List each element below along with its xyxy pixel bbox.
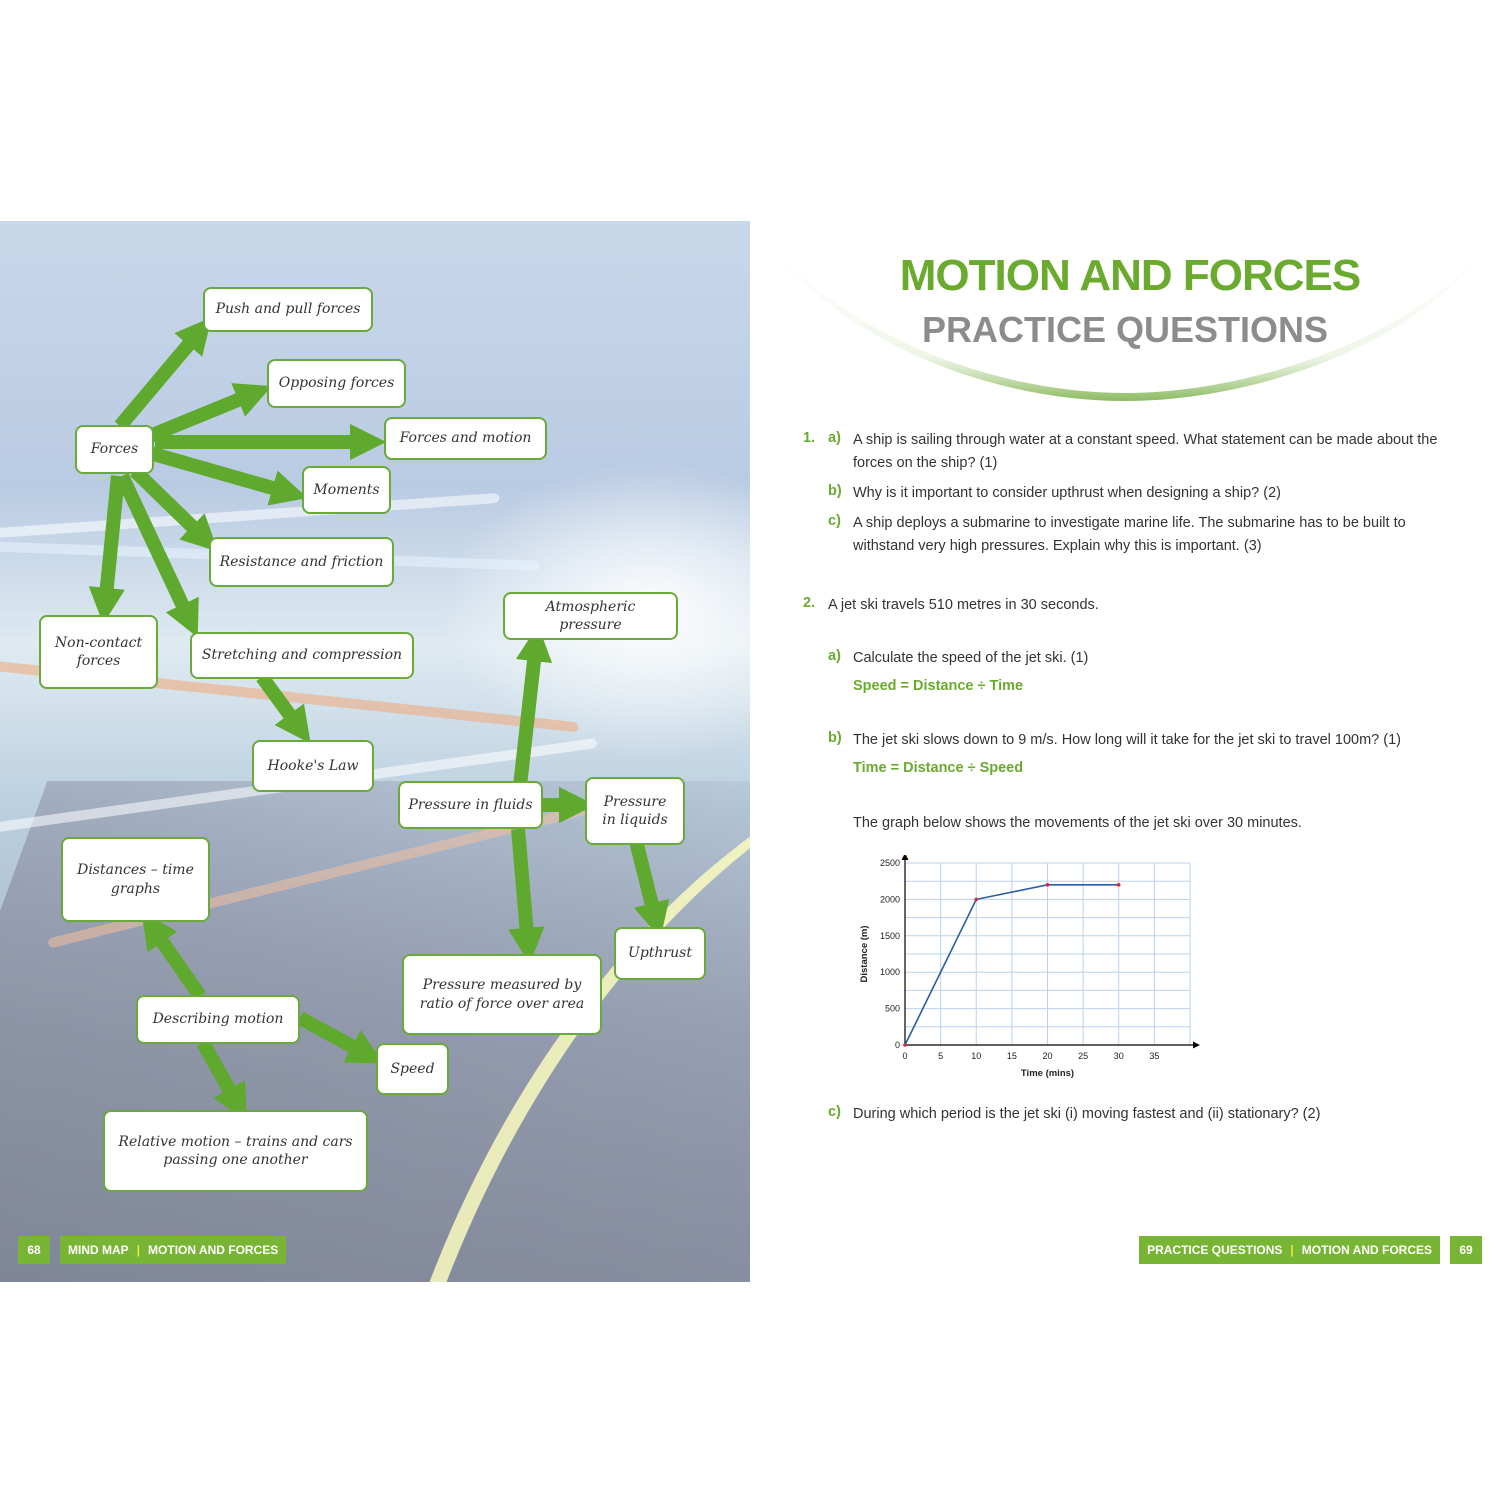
question-part-label: a) xyxy=(828,648,841,664)
node-pressure-in-liquids: Pressure in liquids xyxy=(585,777,685,845)
question-part-label: c) xyxy=(828,513,841,529)
running-head-section: PRACTICE QUESTIONS xyxy=(1147,1243,1283,1257)
running-head-section: MIND MAP xyxy=(68,1243,129,1257)
y-tick-label: 1000 xyxy=(880,967,900,977)
page-subtitle: PRACTICE QUESTIONS xyxy=(921,309,1329,350)
node-distances-time-graphs: Distances – time graphs xyxy=(61,837,210,922)
running-head-topic: MOTION AND FORCES xyxy=(148,1243,279,1257)
x-tick-label: 10 xyxy=(971,1051,981,1061)
header-arc xyxy=(750,221,1500,401)
footer-left: 68 MIND MAP | MOTION AND FORCES xyxy=(18,1236,287,1264)
node-push-pull-forces: Push and pull forces xyxy=(203,287,373,332)
x-tick-label: 20 xyxy=(1042,1051,1052,1061)
node-stretching-and-compression: Stretching and compression xyxy=(190,632,414,679)
y-tick-label: 1500 xyxy=(880,931,900,941)
question-part-label: c) xyxy=(828,1104,841,1120)
series-line xyxy=(904,884,1119,1046)
x-axis-arrow xyxy=(1193,1041,1200,1049)
node-relative-motion: Relative motion – trains and cars passin… xyxy=(103,1110,368,1192)
question-text: Why is it important to consider upthrust… xyxy=(853,485,1281,501)
question-text: A jet ski travels 510 metres in 30 secon… xyxy=(828,597,1099,613)
node-speed: Speed xyxy=(376,1043,449,1095)
node-hookes-law: Hooke's Law xyxy=(252,740,374,792)
node-moments: Moments xyxy=(302,466,391,514)
formula-time: Time = Distance ÷ Speed xyxy=(853,760,1024,776)
y-tick-label: 2500 xyxy=(880,858,900,868)
node-forces-and-motion: Forces and motion xyxy=(384,417,547,460)
y-tick-label: 2000 xyxy=(880,894,900,904)
y-axis-arrow xyxy=(901,855,909,860)
x-axis-label: Time (mins) xyxy=(1021,1068,1074,1079)
question-text: The jet ski slows down to 9 m/s. How lon… xyxy=(853,732,1401,748)
formula-speed: Speed = Distance ÷ Time xyxy=(853,678,1024,694)
practice-questions-page: MOTION AND FORCES PRACTICE QUESTIONS 1. … xyxy=(750,221,1500,1282)
x-tick-label: 35 xyxy=(1149,1051,1159,1061)
y-tick-label: 0 xyxy=(895,1040,900,1050)
separator: | xyxy=(136,1243,141,1257)
node-resistance-and-friction: Resistance and friction xyxy=(209,537,394,587)
question-number: 2. xyxy=(803,595,816,611)
data-point xyxy=(903,1043,907,1047)
y-tick-label: 500 xyxy=(885,1004,900,1014)
x-tick-label: 25 xyxy=(1078,1051,1088,1061)
question-text: A ship deploys a submarine to investigat… xyxy=(853,515,1406,554)
running-head-left: MIND MAP | MOTION AND FORCES xyxy=(60,1236,287,1264)
data-point xyxy=(1116,883,1121,887)
y-axis-label: Distance (m) xyxy=(859,925,870,982)
node-opposing-forces: Opposing forces xyxy=(267,359,406,408)
x-tick-label: 0 xyxy=(902,1051,907,1061)
question-part-label: b) xyxy=(828,483,842,499)
node-upthrust: Upthrust xyxy=(614,927,706,980)
data-point xyxy=(1045,883,1050,887)
question-text: During which period is the jet ski (i) m… xyxy=(853,1106,1321,1122)
question-part-label: a) xyxy=(828,430,841,446)
running-head-right: PRACTICE QUESTIONS | MOTION AND FORCES xyxy=(1139,1236,1440,1264)
node-pressure-measured: Pressure measured by ratio of force over… xyxy=(402,954,602,1035)
book-spread: Push and pull forces Opposing forces For… xyxy=(0,221,1500,1282)
x-tick-label: 15 xyxy=(1007,1051,1017,1061)
separator: | xyxy=(1290,1243,1294,1257)
graph-intro-text: The graph below shows the movements of t… xyxy=(853,815,1302,831)
x-tick-label: 30 xyxy=(1114,1051,1124,1061)
page-title: MOTION AND FORCES xyxy=(899,251,1361,300)
question-part-label: b) xyxy=(828,730,842,746)
x-tick-label: 5 xyxy=(938,1051,943,1061)
node-atmospheric-pressure: Atmospheric pressure xyxy=(503,592,678,640)
question-text: Calculate the speed of the jet ski. (1) xyxy=(853,650,1089,666)
question-number: 1. xyxy=(803,430,816,446)
footer-right: PRACTICE QUESTIONS | MOTION AND FORCES 6… xyxy=(1139,1236,1482,1264)
node-forces: Forces xyxy=(75,425,154,474)
mind-map-page: Push and pull forces Opposing forces For… xyxy=(0,221,750,1282)
data-point xyxy=(974,897,979,902)
mind-map-arrows xyxy=(88,317,670,1121)
node-pressure-in-fluids: Pressure in fluids xyxy=(398,781,543,829)
node-describing-motion: Describing motion xyxy=(136,995,300,1044)
question-text: A ship is sailing through water at a con… xyxy=(853,432,1438,471)
running-head-topic: MOTION AND FORCES xyxy=(1301,1243,1432,1257)
page-number-right: 69 xyxy=(1450,1236,1482,1264)
node-non-contact-forces: Non-contact forces xyxy=(39,615,158,689)
page-number-left: 68 xyxy=(18,1236,50,1264)
